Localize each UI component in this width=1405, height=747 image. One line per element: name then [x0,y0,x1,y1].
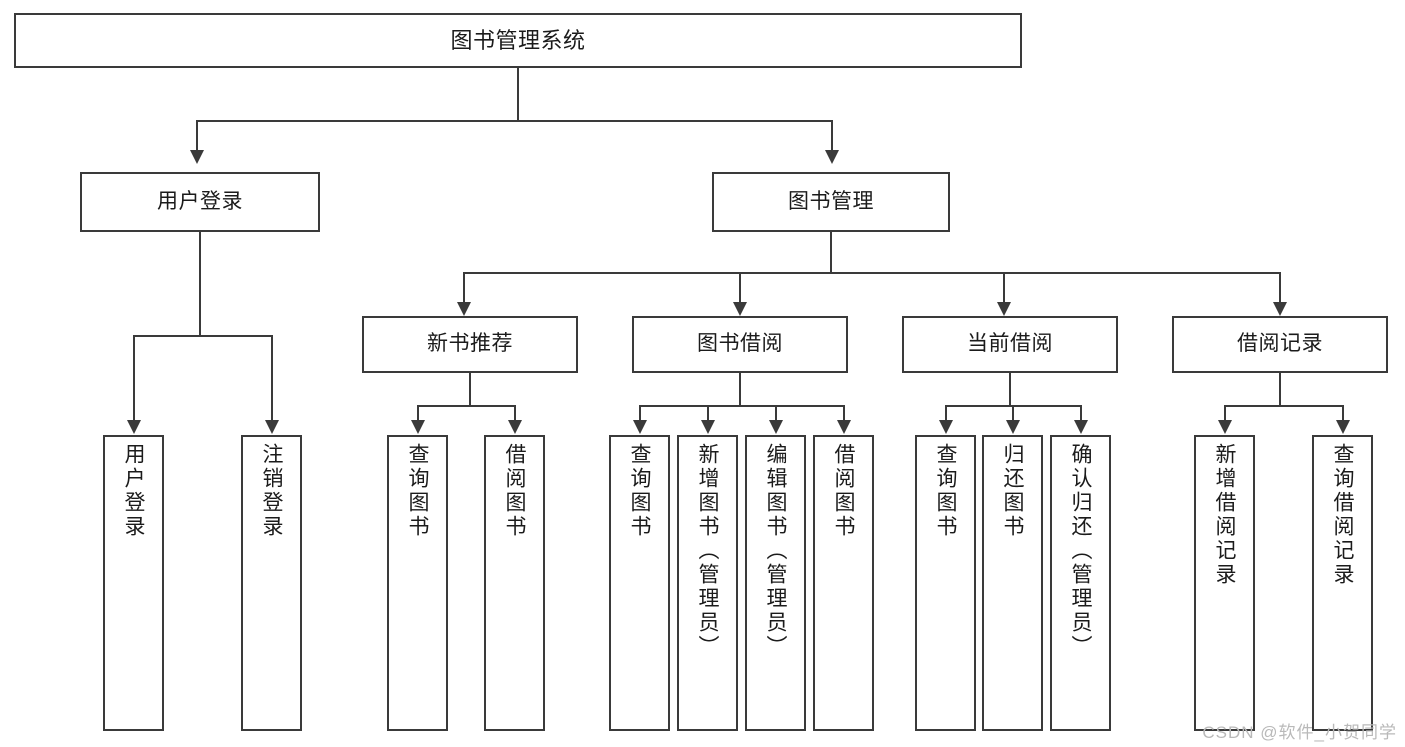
connector-borrow-to-leaf4 [843,405,845,420]
connector-current-to-leaf2 [1012,405,1014,420]
arrowhead-borrow-to-leaf4 [837,420,851,434]
arrowhead-borrow-to-leaf1 [633,420,647,434]
arrowhead-record-to-leaf2 [1336,420,1350,434]
arrowhead-login-to-leaf2 [265,420,279,434]
node-user-login[interactable]: 用户登录 [80,172,320,232]
leaf-query-book-newbook[interactable]: 查询图书 [387,435,448,731]
connector-login-to-leaf2 [271,335,273,420]
connector-borrow-stem [739,373,741,405]
node-label: 注销登录 [260,443,283,539]
connector-current-stem [1009,373,1011,405]
connector-bookmgmt-to-new [463,272,465,302]
connector-bookmgmt-to-current [1003,272,1005,302]
node-label: 新书推荐 [427,332,513,356]
arrowhead-borrow-to-leaf2 [701,420,715,434]
leaf-return-book[interactable]: 归还图书 [982,435,1043,731]
node-label: 当前借阅 [967,332,1053,356]
arrowhead-bookmgmt-to-new [457,302,471,316]
arrowhead-newbook-to-leaf1 [411,420,425,434]
arrowhead-root-to-bookmgmt [825,150,839,164]
connector-borrow-to-leaf3 [775,405,777,420]
node-new-book-recommend[interactable]: 新书推荐 [362,316,578,373]
node-label: 借阅图书 [503,443,526,539]
arrowhead-current-to-leaf3 [1074,420,1088,434]
connector-current-to-leaf3 [1080,405,1082,420]
connector-root-to-login [196,120,198,150]
connector-login-to-leaf1 [133,335,135,420]
connector-root-stem [517,68,519,120]
leaf-query-book-current[interactable]: 查询图书 [915,435,976,731]
leaf-confirm-return-admin[interactable]: 确认归还（管理员） [1050,435,1111,731]
leaf-add-book-admin[interactable]: 新增图书（管理员） [677,435,738,731]
node-label: 查询图书 [628,443,651,539]
node-label: 确认归还（管理员） [1069,443,1092,659]
node-label: 查询借阅记录 [1331,443,1354,587]
connector-borrow-to-leaf2 [707,405,709,420]
connector-bookmgmt-stem [830,232,832,272]
node-label: 借阅记录 [1237,332,1323,356]
node-label: 查询图书 [934,443,957,539]
leaf-edit-book-admin[interactable]: 编辑图书（管理员） [745,435,806,731]
connector-record-to-leaf2 [1342,405,1344,420]
connector-bookmgmt-bus [463,272,1280,274]
arrowhead-bookmgmt-to-record [1273,302,1287,316]
node-label: 用户登录 [157,189,243,213]
connector-bookmgmt-to-borrow [739,272,741,302]
node-current-borrow[interactable]: 当前借阅 [902,316,1118,373]
arrowhead-root-to-login [190,150,204,164]
connector-login-stem [199,232,201,335]
connector-record-bus [1224,405,1343,407]
connector-newbook-bus [417,405,516,407]
node-label: 查询图书 [406,443,429,539]
leaf-logout[interactable]: 注销登录 [241,435,302,731]
leaf-query-book-borrow[interactable]: 查询图书 [609,435,670,731]
connector-borrow-bus [639,405,844,407]
arrowhead-bookmgmt-to-borrow [733,302,747,316]
connector-record-to-leaf1 [1224,405,1226,420]
node-label: 图书借阅 [697,332,783,356]
connector-root-bus [196,120,833,122]
arrowhead-bookmgmt-to-current [997,302,1011,316]
arrowhead-record-to-leaf1 [1218,420,1232,434]
node-label: 归还图书 [1001,443,1024,539]
arrowhead-borrow-to-leaf3 [769,420,783,434]
arrowhead-login-to-leaf1 [127,420,141,434]
connector-newbook-to-leaf1 [417,405,419,420]
connector-login-bus [133,335,272,337]
node-label: 用户登录 [122,443,145,539]
node-borrow-record[interactable]: 借阅记录 [1172,316,1388,373]
leaf-add-borrow-record[interactable]: 新增借阅记录 [1194,435,1255,731]
connector-newbook-stem [469,373,471,405]
arrowhead-current-to-leaf2 [1006,420,1020,434]
connector-borrow-to-leaf1 [639,405,641,420]
node-book-management[interactable]: 图书管理 [712,172,950,232]
connector-record-stem [1279,373,1281,405]
connector-root-to-bookmgmt [831,120,833,150]
arrowhead-current-to-leaf1 [939,420,953,434]
connector-bookmgmt-to-record [1279,272,1281,302]
leaf-borrow-book-borrow[interactable]: 借阅图书 [813,435,874,731]
node-label: 图书管理系统 [450,27,586,53]
node-label: 新增图书（管理员） [696,443,719,659]
node-label: 新增借阅记录 [1213,443,1236,587]
node-root-system[interactable]: 图书管理系统 [14,13,1022,68]
arrowhead-newbook-to-leaf2 [508,420,522,434]
node-book-borrow[interactable]: 图书借阅 [632,316,848,373]
leaf-query-borrow-record[interactable]: 查询借阅记录 [1312,435,1373,731]
node-label: 编辑图书（管理员） [764,443,787,659]
connector-current-to-leaf1 [945,405,947,420]
leaf-borrow-book-newbook[interactable]: 借阅图书 [484,435,545,731]
connector-newbook-to-leaf2 [514,405,516,420]
leaf-user-login[interactable]: 用户登录 [103,435,164,731]
node-label: 借阅图书 [832,443,855,539]
node-label: 图书管理 [788,189,874,213]
